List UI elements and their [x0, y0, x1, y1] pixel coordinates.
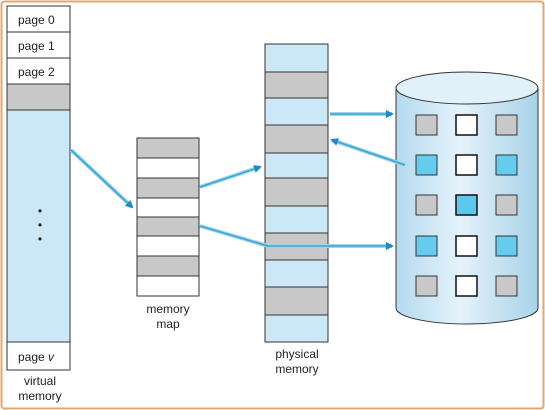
disk-block — [455, 154, 478, 176]
memory-map-entry-0 — [136, 137, 200, 159]
disk-block — [495, 235, 518, 257]
physical-frame-1 — [264, 71, 329, 99]
disk-block — [495, 114, 518, 136]
page-v-cell — [6, 341, 71, 371]
disk-block — [455, 235, 478, 257]
page-1-label: page 1 — [18, 39, 55, 53]
disk-block — [415, 235, 438, 257]
page-2-label: page 2 — [18, 65, 55, 79]
physical-memory-caption-line1: physical — [275, 347, 318, 361]
memory-map-entry-6 — [136, 255, 200, 277]
mapping-arrows — [69, 110, 406, 250]
physical-frame-5 — [264, 286, 329, 316]
memory-map-entry-5 — [136, 235, 200, 257]
disk-cylinder — [395, 71, 539, 325]
physical-frame-3 — [264, 177, 329, 207]
page-3-cell — [6, 83, 71, 111]
physical-memory-caption-line2: memory — [275, 362, 318, 376]
page-1-cell — [6, 31, 71, 59]
ellipsis-dot-2: • — [38, 218, 42, 232]
disk-block — [495, 154, 518, 176]
memory-map-column: memory map — [136, 137, 200, 331]
memory-map-entry-4 — [136, 216, 200, 237]
virtual-memory-caption-line2: memory — [18, 389, 61, 403]
page-0-cell — [6, 5, 71, 33]
disk-block — [455, 194, 478, 216]
disk-block — [495, 194, 518, 216]
disk-block — [455, 275, 478, 297]
physical-memory-column: physical memory — [264, 43, 329, 376]
memory-map-caption-line2: map — [156, 317, 180, 331]
memory-map-entry-1 — [136, 157, 200, 179]
disk-block — [455, 114, 478, 136]
virtual-memory-column: page 0 page 1 page 2 page v • • • virtua… — [6, 5, 71, 403]
disk-block — [495, 275, 518, 297]
disk-top — [395, 71, 539, 105]
arrow-map-to-disk — [199, 225, 394, 250]
ellipsis-dot-1: • — [38, 204, 42, 218]
ellipsis-dot-3: • — [38, 232, 42, 246]
virtual-memory-caption-line1: virtual — [24, 374, 56, 388]
arrow-map-to-physical — [199, 165, 262, 188]
disk-block — [415, 194, 438, 216]
physical-frame-2 — [264, 124, 329, 154]
arrow-virtual-to-map — [70, 149, 134, 209]
disk-block — [415, 275, 438, 297]
arrow-disk-to-physical — [330, 138, 406, 166]
disk-block — [415, 154, 438, 176]
memory-map-caption-line1: memory — [146, 302, 189, 316]
disk-block — [415, 114, 438, 136]
memory-map-entry-2 — [136, 177, 200, 199]
memory-map-entry-3 — [136, 197, 200, 218]
page-v-label: page v — [18, 350, 55, 364]
page-0-label: page 0 — [18, 13, 55, 27]
memory-map-entry-7 — [136, 275, 200, 297]
